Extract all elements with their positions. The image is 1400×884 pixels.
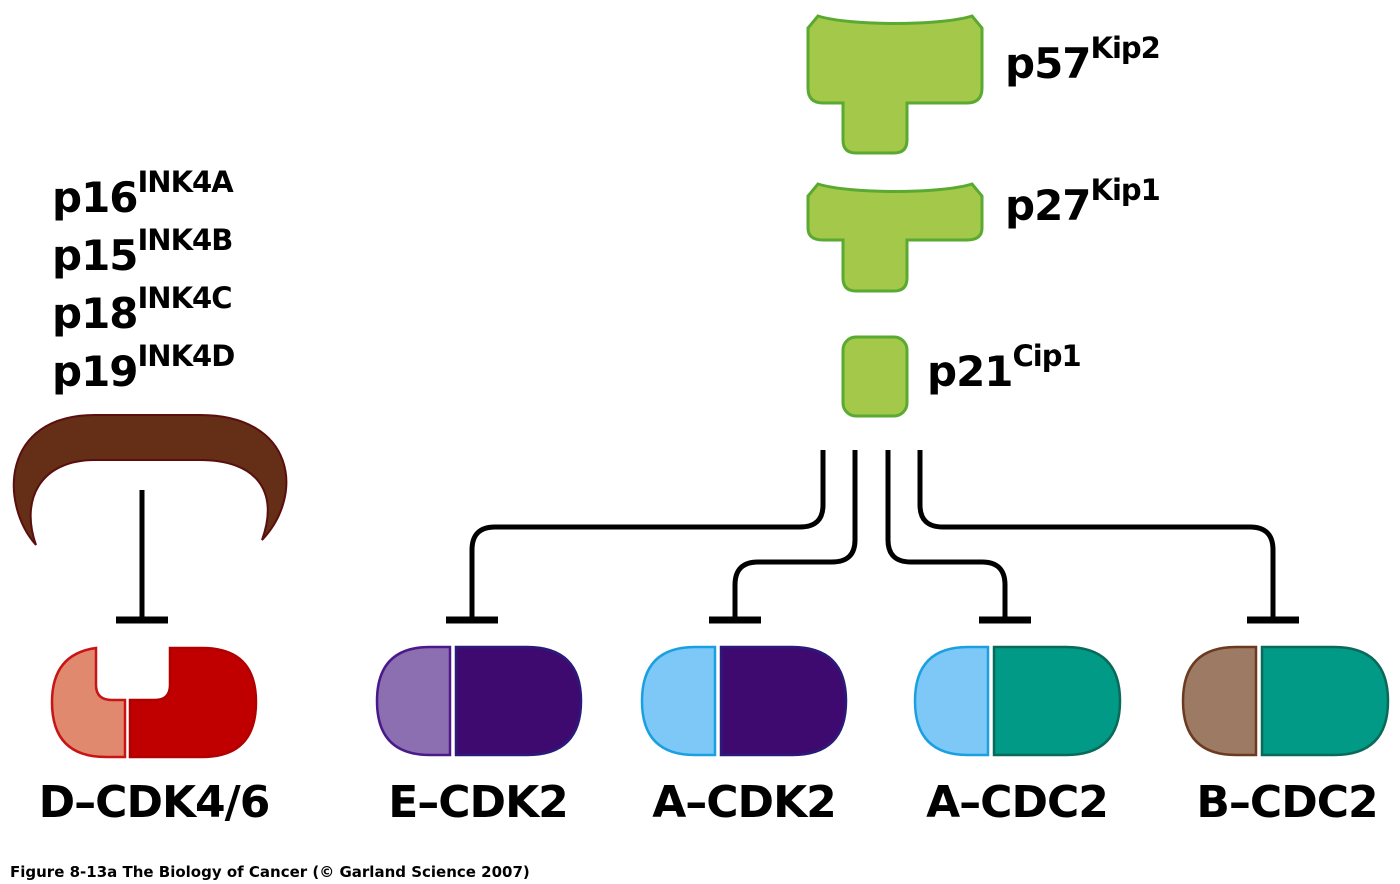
complex-e-cdk2	[375, 645, 583, 757]
inhibition-line-a-cdk2	[732, 450, 858, 620]
inhibition-line-b-cdc2	[917, 450, 1276, 620]
p27-label: p27Kip1	[1005, 173, 1160, 230]
figure-caption: Figure 8-13a The Biology of Cancer (© Ga…	[10, 863, 530, 881]
p21-label: p21Cip1	[927, 339, 1081, 396]
p57-protein-shape	[806, 14, 984, 155]
cyclin-d-shape	[50, 646, 127, 759]
label-b-cdc2: B–CDC2	[1196, 777, 1377, 828]
cdc2-shape	[992, 645, 1122, 757]
label-e-cdk2: E–CDK2	[388, 777, 568, 828]
ink4-protein-shape	[12, 414, 288, 546]
label-a-cdk2: A–CDK2	[652, 777, 836, 828]
p57-label: p57Kip2	[1005, 31, 1160, 88]
label-d-cdk46: D–CDK4/6	[39, 777, 270, 828]
inhibition-line-e-cdk2	[469, 450, 826, 620]
ink4-labels: p16INK4A p15INK4B p18INK4C p19INK4D	[52, 165, 235, 396]
label-a-cdc2: A–CDC2	[926, 777, 1108, 828]
ink4-label-p18: p18INK4C	[52, 281, 232, 338]
cyclin-e-shape	[375, 645, 452, 757]
complex-b-cdc2	[1181, 645, 1390, 757]
p21-protein-shape	[841, 335, 909, 418]
ink4-label-p15: p15INK4B	[52, 223, 232, 280]
cdc2-shape	[1260, 645, 1390, 757]
ink4-label-p16: p16INK4A	[52, 165, 234, 222]
cdk46-shape	[128, 646, 258, 759]
cdk2-shape	[454, 645, 583, 757]
cyclin-a-shape	[913, 645, 990, 757]
cyclin-b-shape	[1181, 645, 1258, 757]
cyclin-a-shape	[640, 645, 717, 757]
complex-a-cdc2	[913, 645, 1122, 757]
cdk2-shape	[719, 645, 848, 757]
p27-protein-shape	[806, 182, 984, 293]
complex-a-cdk2	[640, 645, 848, 757]
complex-d-cdk46	[50, 646, 258, 759]
inhibition-line-a-cdc2	[885, 450, 1008, 620]
ink4-label-p19: p19INK4D	[52, 339, 234, 396]
